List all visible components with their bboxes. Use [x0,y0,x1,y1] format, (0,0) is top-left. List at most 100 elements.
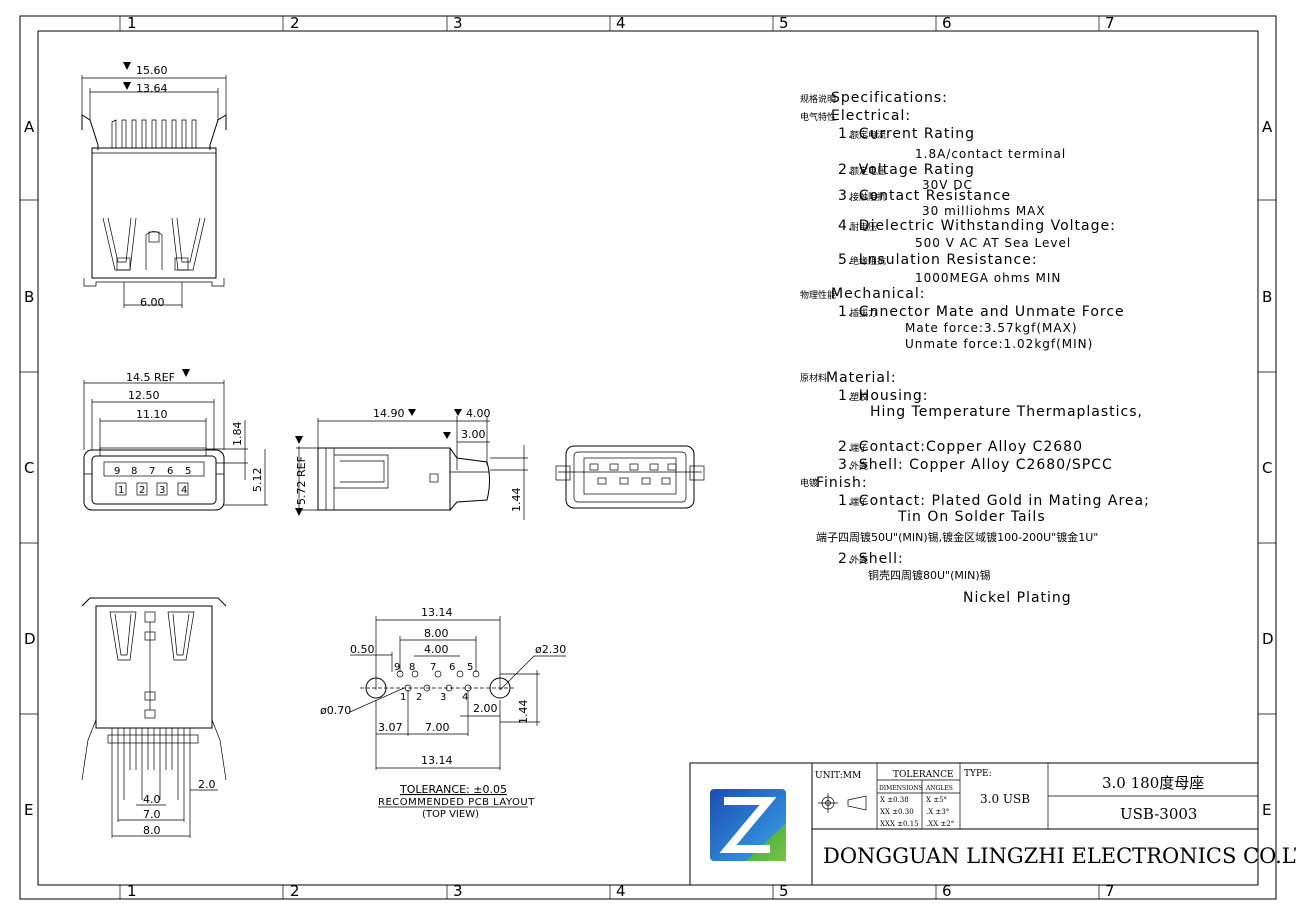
rear-view [555,445,705,509]
dim-pcb-1-44: 1.44 [517,700,530,725]
spec-elec: Electrical: [831,108,911,124]
pin-label: 1 [118,485,124,496]
row-label: A [1262,118,1273,136]
col-label: 6 [942,882,952,900]
dim-14-5-ref: 14.5 REF [126,371,175,384]
dim-pcb-7-00: 7.00 [425,721,450,734]
dim-15-60: 15.60 [136,64,168,77]
col-label: 6 [942,14,952,32]
front-view: 14.5 REF 12.50 11.10 9 8 7 6 5 1 2 3 4 1… [83,369,268,511]
row-markers: A B C D E A B C D E [20,118,1276,819]
company-name: DONGGUAN LINGZHI ELECTRONICS CO.LTD [823,844,1296,868]
spec-note-cn: 铜壳四周镀80U"(MIN)锡 [868,568,991,582]
spec-item-cn: 外壳 [850,554,868,566]
spec-value: 30 milliohms MAX [922,204,1046,218]
spec-item: 2. Voltage Rating [838,162,975,178]
col-label: 5 [779,14,789,32]
spec-item: 5. Lnsulation Resistance: [838,252,1038,268]
title-block: UNIT:MM TOLERANCE DIMENSIONS ANGLES X ±0… [689,762,1296,886]
tol-row: .X ±3° [926,808,949,816]
spec-item: 1. Cnnector Mate and Unmate Force [838,304,1125,320]
dim-6-00: 6.00 [140,296,165,309]
dim-2-0: 2.0 [198,778,216,791]
angles-label: ANGLES [925,785,953,792]
part-number: USB-3003 [1120,805,1197,823]
pcb-view: (TOP VIEW) [422,809,479,820]
dim-pcb-8-00: 8.00 [424,627,449,640]
dim-7-0: 7.0 [143,808,161,821]
pcb-caption: RECOMMENDED PCB LAYOUT [378,797,535,808]
col-label: 5 [779,882,789,900]
spec-item: 3. Shell: Copper Alloy C2680/SPCC [838,457,1113,473]
specifications: 规格说明 Specifications: 电气特性 Electrical: 1.… [800,90,1149,606]
spec-item: 3. Contact Resistance [838,188,1011,204]
pin-label: 4 [181,485,187,496]
spec-mech: Mechanical: [831,286,926,302]
pcb-pin-label: 9 [394,662,400,673]
col-label: 2 [290,14,300,32]
dim-1-84: 1.84 [231,422,244,447]
pcb-pin-label: 5 [467,662,473,673]
pcb-pin-label: 4 [462,692,468,703]
spec-value: Tin On Solder Tails [897,509,1046,525]
pin-label: 8 [131,466,137,477]
spec-item-cn: 塑胶 [850,391,868,403]
spec-title: Specifications: [831,90,948,106]
row-label: C [1262,459,1272,477]
projection-symbol [818,793,867,813]
tol-row: X ±5° [926,796,947,804]
spec-fin: Finish: [816,475,868,491]
spec-value: Nickel Plating [963,590,1072,606]
col-label: 1 [127,882,137,900]
col-label: 2 [290,882,300,900]
pcb-tolerance: TOLERANCE: ±0.05 [399,783,507,796]
dim-pcb-0-50: 0.50 [350,643,375,656]
pcb-pin-label: 8 [409,662,415,673]
outer-border [19,15,1277,900]
col-label: 4 [616,14,626,32]
row-label: C [24,459,34,477]
col-label: 1 [127,14,137,32]
spec-value: 1000MEGA ohms MIN [915,271,1061,285]
spec-value: Unmate force:1.02kgf(MIN) [905,337,1093,351]
dim-pcb-pin: ø0.70 [320,704,351,717]
dim-4-00: 4.00 [466,407,491,420]
col-label: 4 [616,882,626,900]
dim-pcb-13-14-bottom: 13.14 [421,754,453,767]
spec-mat: Material: [826,370,897,386]
dim-pcb-4-00: 4.00 [424,643,449,656]
pcb-pin-label: 6 [449,662,455,673]
row-label: D [1262,630,1274,648]
col-label: 3 [453,14,463,32]
type-label: TYPE: [964,769,992,779]
spec-item-cn: 耐电压 [850,221,877,233]
spec-value: 30V DC [922,178,973,192]
spec-item: 1. Current Rating [838,126,975,142]
spec-title-cn: 规格说明 [800,93,836,105]
spec-item-cn: 端子 [850,496,868,508]
column-markers: 1 2 3 4 5 6 7 1 2 3 4 5 6 7 [119,14,1115,900]
pcb-pin-label: 1 [400,692,406,703]
row-label: B [24,288,34,306]
inner-border [37,30,1259,886]
bottom-view: 2.0 4.0 7.0 8.0 [81,597,227,838]
spec-item: 4. Dielectric Withstanding Voltage: [838,218,1116,234]
spec-item-cn: 接触阻抗 [850,191,886,203]
type-value: 3.0 USB [980,792,1030,806]
col-label: 7 [1105,882,1115,900]
dim-pcb-13-14-top: 13.14 [421,606,453,619]
pcb-pin-label: 3 [440,692,446,703]
dim-5-12: 5.12 [251,468,264,493]
spec-elec-cn: 电气特性 [800,111,836,123]
spec-fin-cn: 电镀 [800,477,818,489]
pcb-pin-label: 2 [416,692,422,703]
spec-item-cn: 外壳 [850,460,868,472]
spec-note-cn: 端子四周镀50U"(MIN)锡,镀金区域镀100-200U"镀金1U" [816,530,1098,544]
dim-12-50: 12.50 [128,389,160,402]
pin-label: 2 [139,485,145,496]
spec-value: 500 V AC AT Sea Level [915,236,1071,250]
dim-3-00: 3.00 [461,428,486,441]
row-label: E [1262,801,1271,819]
dimensions-label: DIMENSIONS [879,785,923,792]
